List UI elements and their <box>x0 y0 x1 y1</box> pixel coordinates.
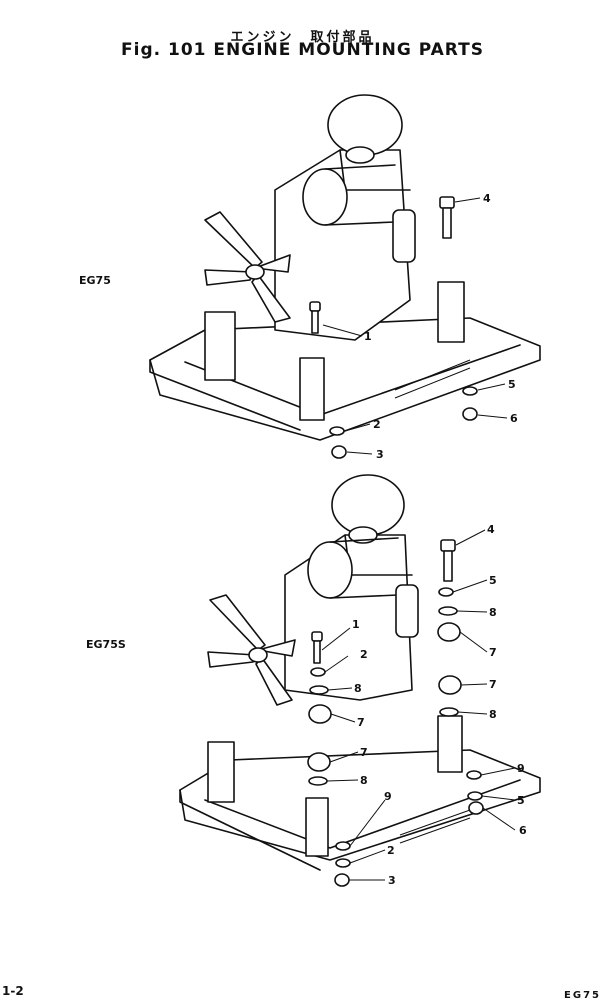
callout-5: 5 <box>489 574 497 587</box>
callout-2: 2 <box>360 648 368 661</box>
page-number: 1-2 <box>2 984 24 998</box>
diagram-eg75s: 1 2 2 3 4 5 5 6 8 7 7 8 8 7 7 8 9 9 <box>179 474 541 887</box>
callout-8: 8 <box>354 682 362 695</box>
callout-9: 9 <box>517 762 525 775</box>
diagram-eg75: 1 2 3 4 5 6 <box>149 94 541 461</box>
japanese-title: エンジン 取付部品 <box>230 30 375 45</box>
callout-3: 3 <box>388 874 396 887</box>
callout-5: 5 <box>508 378 516 391</box>
callout-6: 6 <box>519 824 527 837</box>
callout-7: 7 <box>489 646 497 659</box>
callout-3: 3 <box>376 448 384 461</box>
callout-4: 4 <box>483 192 491 205</box>
figure-title: Fig. 101 ENGINE MOUNTING PARTS <box>121 40 484 60</box>
callout-7: 7 <box>357 716 365 729</box>
model-label-eg75: EG75 <box>79 274 111 287</box>
callout-8: 8 <box>489 606 497 619</box>
callout-8: 8 <box>360 774 368 787</box>
callout-9: 9 <box>384 790 392 803</box>
callout-1: 1 <box>352 618 360 631</box>
callout-8: 8 <box>489 708 497 721</box>
callout-4: 4 <box>487 523 495 536</box>
callout-7: 7 <box>360 746 368 759</box>
callout-2: 2 <box>387 844 395 857</box>
callout-7: 7 <box>489 678 497 691</box>
model-label-eg75s: EG75S <box>86 638 126 651</box>
callout-1: 1 <box>364 330 372 343</box>
callout-6: 6 <box>510 412 518 425</box>
callout-5: 5 <box>517 794 525 807</box>
callout-2: 2 <box>373 418 381 431</box>
model-code: EG75 <box>564 990 601 1001</box>
